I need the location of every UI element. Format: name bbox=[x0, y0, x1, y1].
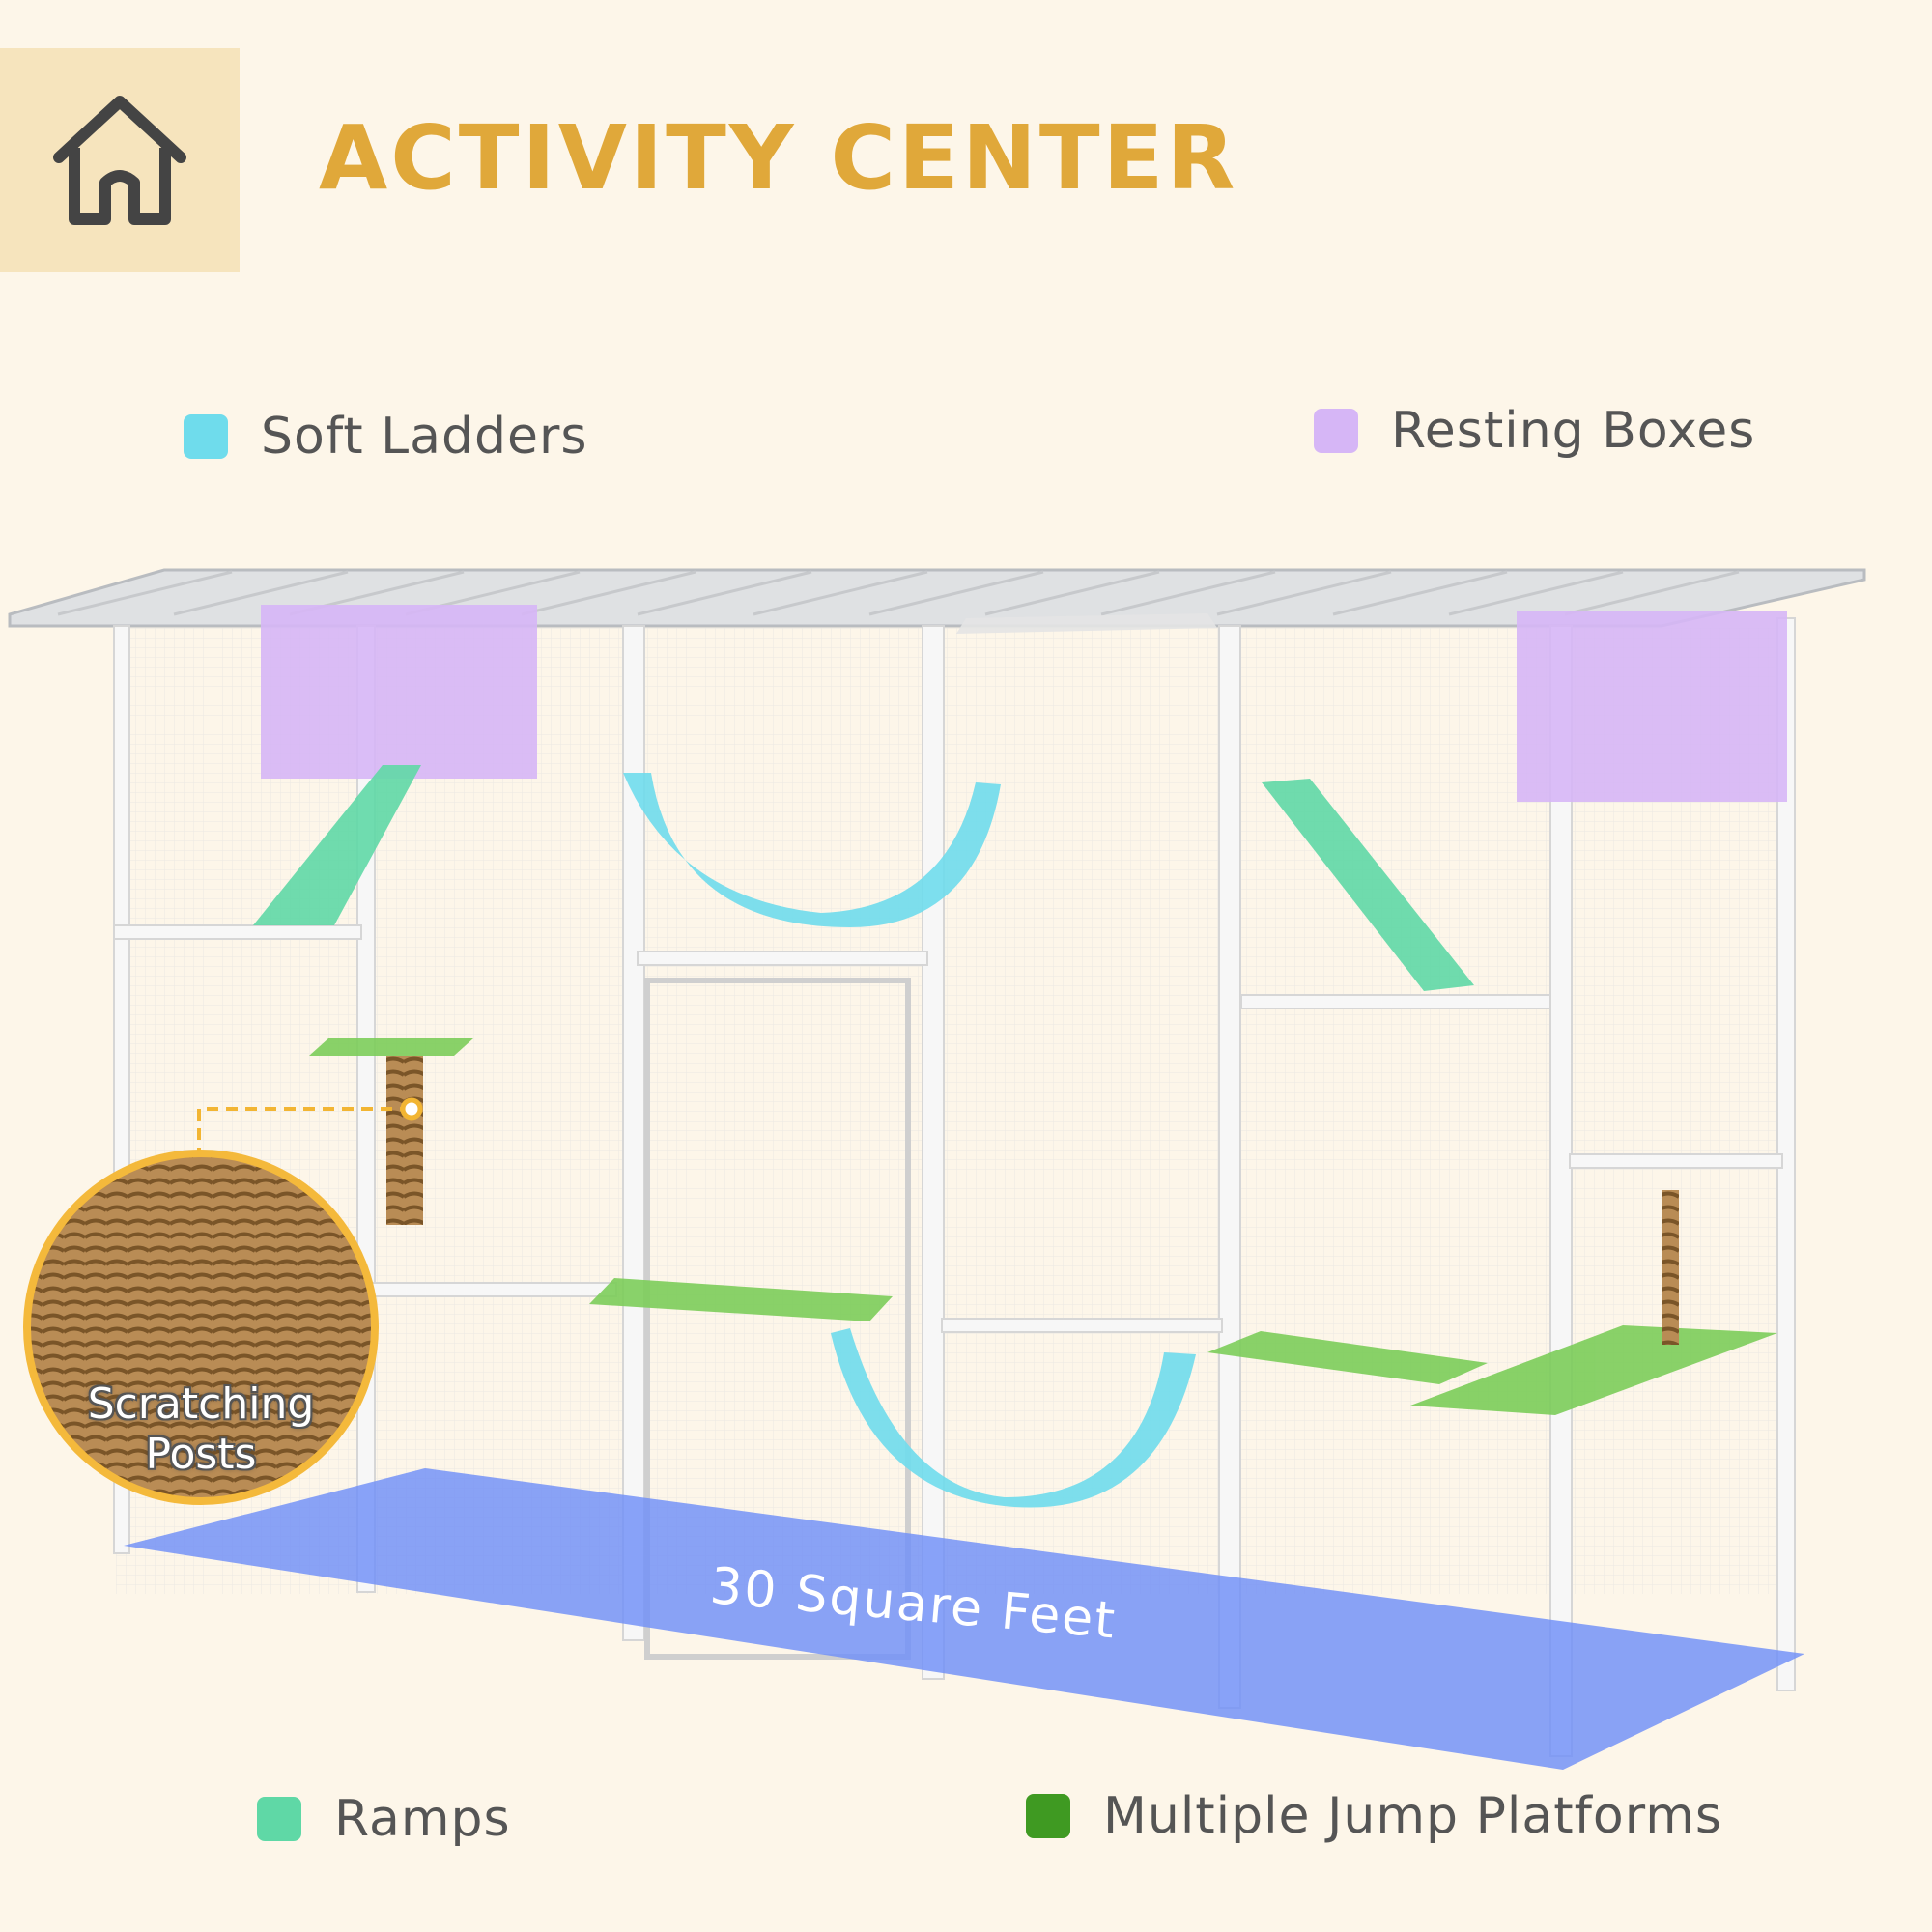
floor-area bbox=[124, 1468, 1804, 1770]
legend-jump-platforms: Multiple Jump Platforms bbox=[1026, 1787, 1722, 1845]
legend-label-jump-platforms: Multiple Jump Platforms bbox=[1103, 1787, 1722, 1845]
scratching-post-closeup bbox=[23, 1150, 379, 1505]
ramp-right bbox=[1262, 779, 1474, 991]
legend-swatch-resting-boxes bbox=[1314, 409, 1358, 453]
soft-ladder-upper bbox=[623, 773, 1001, 927]
legend-resting-boxes: Resting Boxes bbox=[1314, 402, 1755, 460]
legend-label-soft-ladders: Soft Ladders bbox=[261, 408, 588, 466]
home-badge bbox=[0, 48, 240, 272]
page-title: ACTIVITY CENTER bbox=[319, 106, 1238, 210]
legend-label-resting-boxes: Resting Boxes bbox=[1391, 402, 1756, 460]
legend-ramps: Ramps bbox=[257, 1790, 511, 1848]
legend-label-ramps: Ramps bbox=[334, 1790, 511, 1848]
legend-swatch-ramps bbox=[257, 1797, 301, 1841]
scratching-posts-label: Scratching Posts bbox=[87, 1379, 315, 1479]
legend-swatch-soft-ladders bbox=[184, 414, 228, 459]
resting-box-left bbox=[261, 605, 537, 779]
ramp-left bbox=[253, 765, 421, 925]
resting-box-right bbox=[1517, 611, 1787, 802]
legend-soft-ladders: Soft Ladders bbox=[184, 408, 587, 466]
scratching-post bbox=[386, 1056, 423, 1225]
house-icon bbox=[53, 96, 186, 225]
legend-swatch-jump-platforms bbox=[1026, 1794, 1070, 1838]
scratching-post-right bbox=[1662, 1190, 1679, 1345]
soft-ladder-lower bbox=[831, 1328, 1196, 1508]
callout-dot bbox=[400, 1097, 423, 1121]
jump-platforms bbox=[309, 613, 1777, 1415]
